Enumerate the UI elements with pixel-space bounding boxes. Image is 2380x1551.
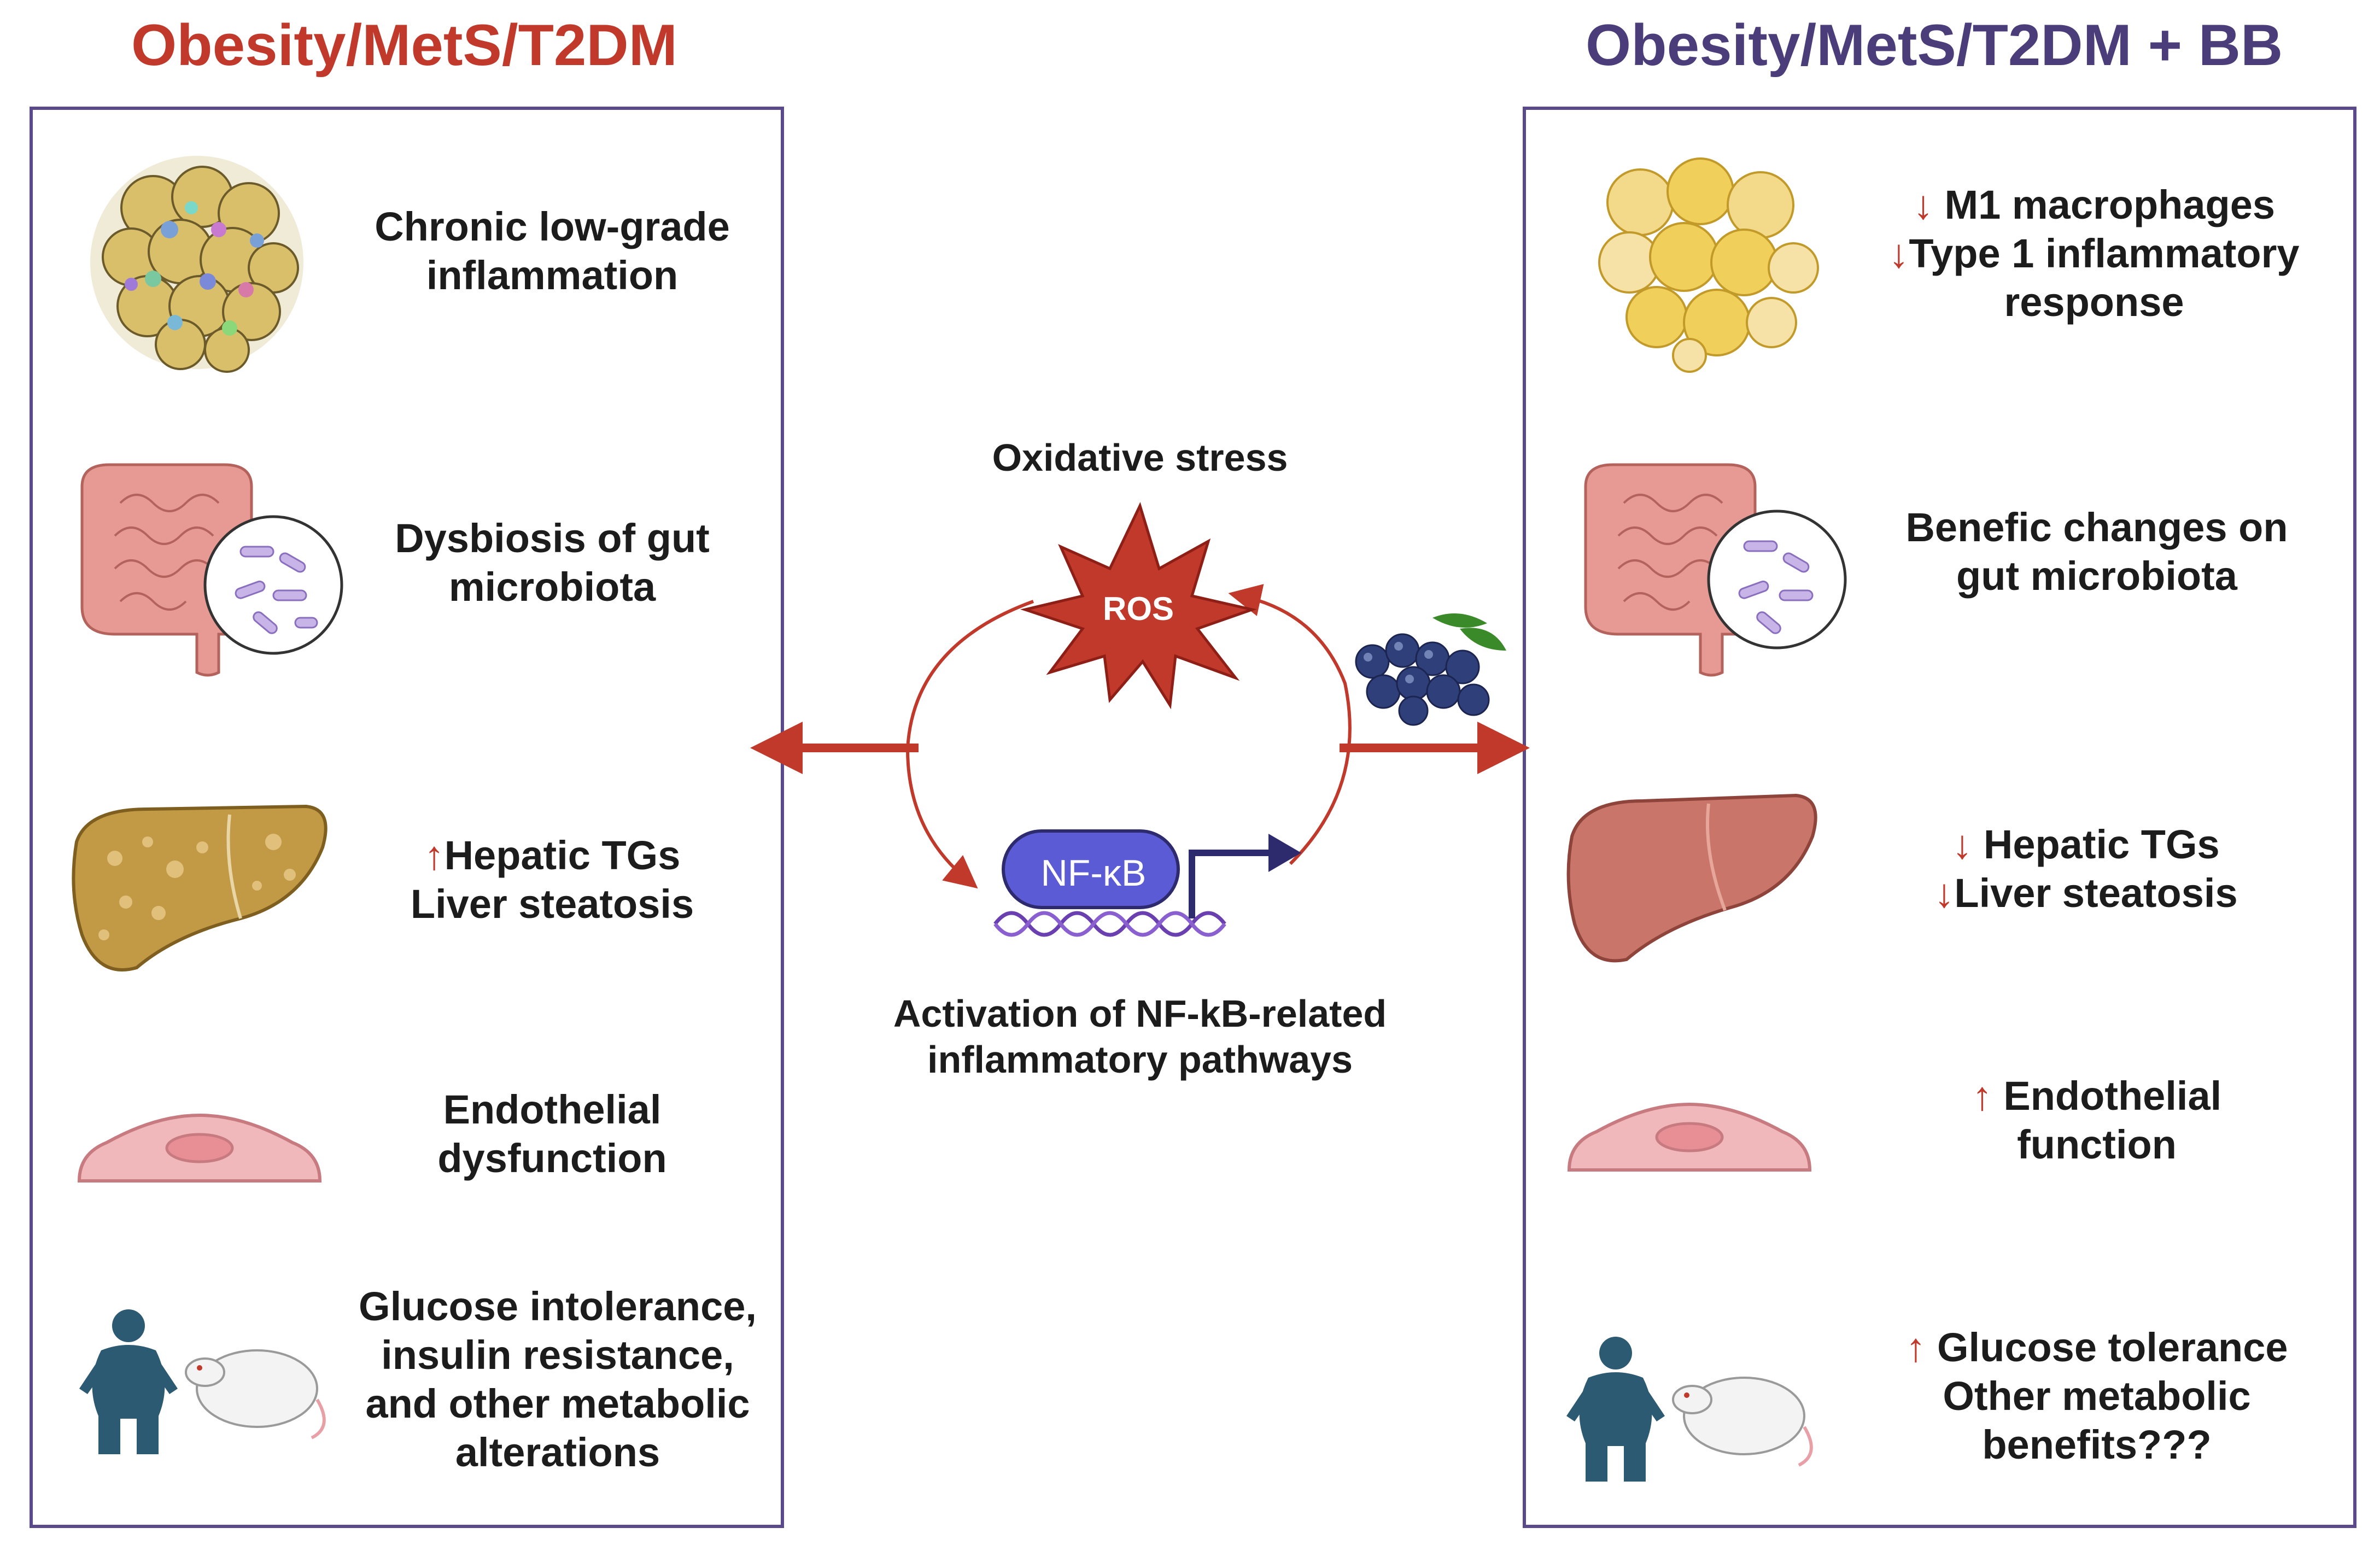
endothelial-cell-icon <box>77 1113 322 1183</box>
blueberries-icon <box>1355 613 1506 726</box>
endothelial-cell-icon <box>1567 1102 1812 1172</box>
ros-burst-icon <box>1020 502 1258 710</box>
healthy-liver-icon <box>1566 793 1817 963</box>
dna-strand-icon <box>993 911 1226 937</box>
down-arrow-icon: ↓ <box>1913 182 1933 227</box>
up-arrow-icon: ↑ <box>1972 1073 1992 1119</box>
chronic-inflammation-label: Chronic low-grade inflammation <box>375 204 730 298</box>
transcription-arrow-icon <box>1189 850 1268 918</box>
fatty-liver-icon <box>72 804 328 971</box>
down-arrow-icon: ↓ <box>1952 822 1973 867</box>
down-arrow-icon: ↓ <box>1888 231 1909 276</box>
nfkb-pathways-label: Activation of NF-kB-related inflammatory… <box>893 992 1387 1081</box>
human-and-rat-icon <box>79 1309 326 1454</box>
nfkb-protein-icon <box>1002 829 1180 909</box>
glucose-tolerance-label: ↑ Glucose tolerance Other metabolic bene… <box>1905 1325 2288 1467</box>
up-arrow-icon: ↑ <box>1905 1325 1926 1370</box>
central-cycle-diagram <box>750 502 1530 937</box>
right-panel <box>1523 107 2356 1528</box>
m1-macrophages-label: ↓ M1 macrophages ↓Type 1 inflammatory re… <box>1888 182 2300 325</box>
ros-label: ROS <box>1102 590 1174 627</box>
up-arrow-icon: ↑ <box>424 833 445 878</box>
glucose-intolerance-label: Glucose intolerance, insulin resistance,… <box>359 1284 757 1475</box>
gut-dysbiosis-label: Dysbiosis of gut microbiota <box>395 516 710 610</box>
nfkb-label: NF-κB <box>1040 852 1147 894</box>
human-and-rat-icon <box>1566 1337 1813 1482</box>
adipose-tissue-inflamed-icon <box>90 156 303 373</box>
endothelial-function-label: ↑ Endothelial function <box>1972 1073 2222 1167</box>
intestine-microbiota-icon <box>1584 463 1847 677</box>
endothelial-dysfunction-label: Endothelial dysfunction <box>437 1087 667 1181</box>
down-arrow-icon: ↓ <box>1934 870 1955 916</box>
hepatic-tgs-label: ↑Hepatic TGs Liver steatosis <box>410 833 694 927</box>
oxidative-stress-label: Oxidative stress <box>992 436 1288 479</box>
gut-microbiota-benefit-label: Benefic changes on gut microbiota <box>1905 505 2288 599</box>
right-panel-title: Obesity/MetS/T2DM + BB <box>1586 12 2283 78</box>
hepatic-tgs-reduced-label: ↓ Hepatic TGs ↓Liver steatosis <box>1934 822 2238 916</box>
left-panel <box>30 107 784 1528</box>
intestine-microbiota-icon <box>80 463 343 677</box>
adipose-tissue-healthy-icon <box>1598 157 1819 373</box>
left-panel-title: Obesity/MetS/T2DM <box>131 12 677 78</box>
